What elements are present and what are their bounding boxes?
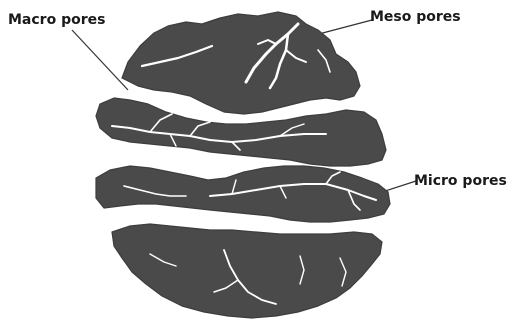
macro-pores-leader (72, 30, 128, 90)
meso-pores-label: Meso pores (370, 9, 461, 25)
aggregate-lower-middle (96, 166, 390, 222)
aggregate-bottom (112, 224, 382, 318)
micro-pores-label: Micro pores (414, 173, 507, 189)
macro-pores-label: Macro pores (8, 12, 105, 28)
